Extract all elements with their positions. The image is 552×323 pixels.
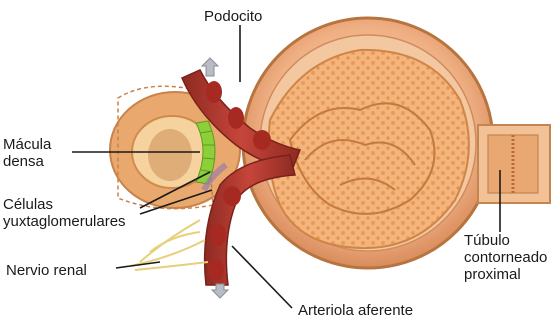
label-tubulo-contorneado-proximal: Túbulo contorneado proximal [464,232,547,283]
label-podocito: Podocito [204,8,262,25]
label-nervio-renal: Nervio renal [6,262,87,279]
bowman-capsule [243,18,493,268]
label-celulas-yuxtaglomerulares: Células yuxtaglomerulares [3,196,126,230]
renal-nerve [130,220,208,270]
proximal-tubule [478,125,550,203]
label-arteriola-aferente: Arteriola aferente [298,302,413,319]
label-macula-densa: Mácula densa [3,136,51,170]
